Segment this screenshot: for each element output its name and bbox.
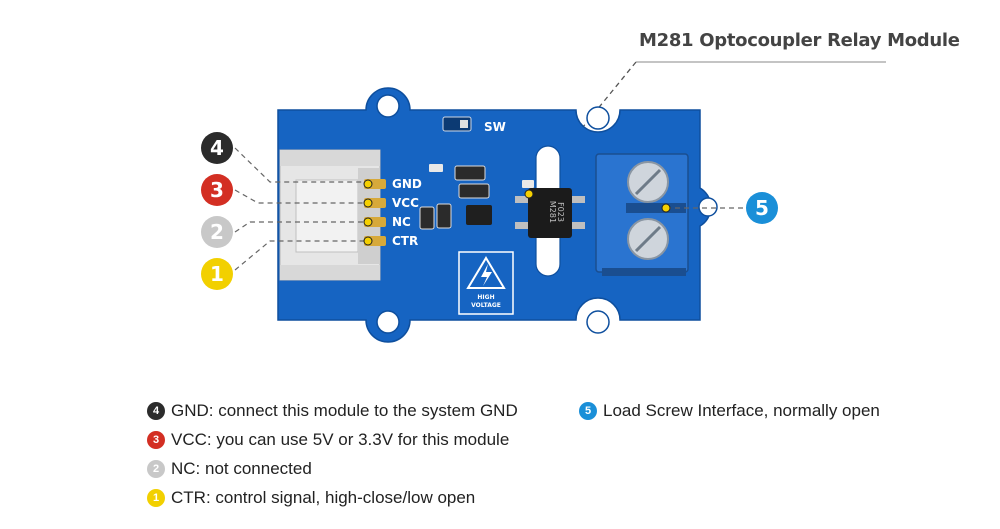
legend-text-ctr: CTR: control signal, high-close/low open [171,487,476,507]
screw-terminal [595,153,689,276]
high-voltage-warning-icon [458,251,514,315]
badge-5: 5 [746,192,778,224]
legend-text-nc: NC: not connected [171,458,312,478]
nc-label: NC [392,215,411,229]
legend-right: 5 Load Screw Interface, normally open [579,396,880,425]
legend-badge-5: 5 [579,401,597,420]
grove-connector [279,149,381,281]
pointer-dots [363,179,671,246]
gnd-label: GND [392,177,422,191]
pcb-board [277,87,718,343]
sw-led-pad [460,120,468,128]
m281-optocoupler-chip [515,188,585,238]
legend-badge-3: 3 [147,430,165,449]
badge-2: 2 [201,216,233,248]
legend-badge-4: 4 [147,401,165,420]
warning-text-line2: VOLTAGE [471,302,501,309]
legend-text-vcc: VCC: you can use 5V or 3.3V for this mod… [171,429,510,449]
legend-item-vcc: 3 VCC: you can use 5V or 3.3V for this m… [147,425,518,454]
module-title: M281 Optocoupler Relay Module [639,30,960,51]
callout-lines [234,147,745,271]
legend-text-gnd: GND: connect this module to the system G… [171,400,518,420]
warning-text-line1: HIGH [477,294,494,301]
legend-left: 4 GND: connect this module to the system… [147,396,518,512]
badge-3: 3 [201,174,233,206]
sw-label: SW [484,120,506,134]
chip-marking-line2: F023 [556,202,565,222]
smd-components [419,164,534,230]
ctr-label: CTR [392,234,418,248]
vcc-label: VCC [392,196,419,210]
legend-badge-2: 2 [147,459,165,478]
chip-marking-line1: M281 [548,201,557,223]
legend-item-gnd: 4 GND: connect this module to the system… [147,396,518,425]
legend-item-ctr: 1 CTR: control signal, high-close/low op… [147,483,518,512]
badge-1: 1 [201,258,233,290]
legend-item-load: 5 Load Screw Interface, normally open [579,396,880,425]
legend-badge-1: 1 [147,488,165,507]
legend-text-load: Load Screw Interface, normally open [603,400,880,420]
badge-4: 4 [201,132,233,164]
legend-item-nc: 2 NC: not connected [147,454,518,483]
